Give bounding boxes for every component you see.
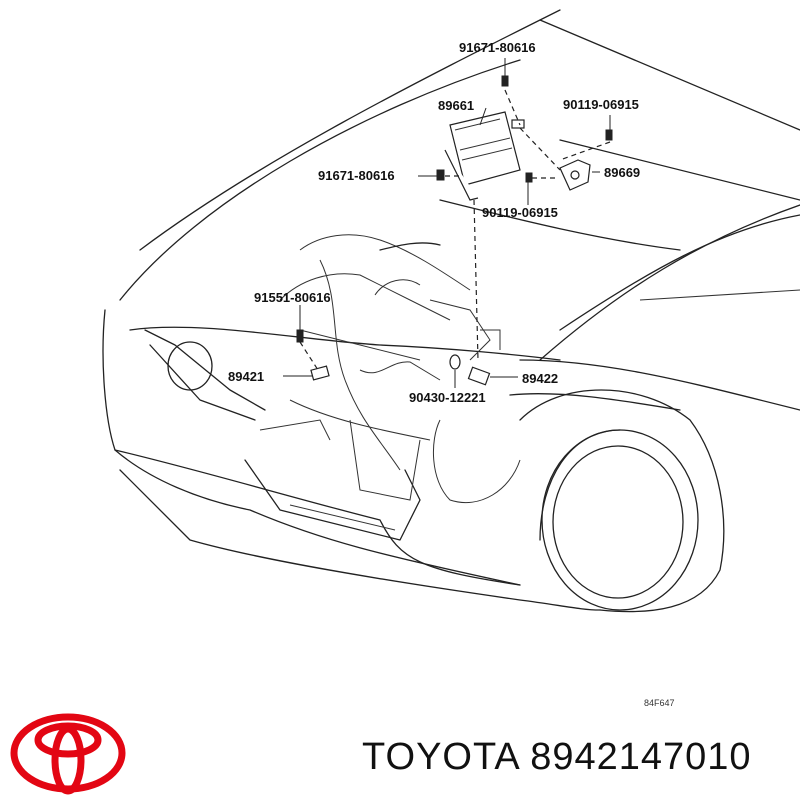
- sensors: [310, 354, 491, 386]
- callout-bolt-mid: 91551-80616: [254, 290, 331, 305]
- callout-bolt-right-bottom: 90119-06915: [482, 205, 558, 220]
- callout-bolt-left: 91671-80616: [318, 168, 395, 183]
- callout-bolt-top: 91671-80616: [459, 40, 536, 55]
- leader-lines: [283, 58, 611, 388]
- callout-bracket: 89669: [604, 165, 640, 180]
- diagram-code: 84F647: [644, 698, 675, 708]
- callout-sensor-left: 89421: [228, 369, 264, 384]
- dashed-lines: [299, 89, 611, 371]
- callout-bolt-right-top: 90119-06915: [563, 97, 639, 112]
- callout-gasket: 90430-12221: [409, 390, 486, 405]
- bracket-part: [559, 159, 591, 191]
- car-body-outline: [102, 9, 800, 613]
- callout-sensor-right: 89422: [522, 371, 558, 386]
- ecu-module: [444, 111, 525, 201]
- callout-ecu: 89661: [438, 98, 474, 113]
- brand-caption: TOYOTA 8942147010: [362, 736, 752, 779]
- toyota-logo-icon: [10, 713, 126, 795]
- bolts: [296, 75, 613, 343]
- brand-name: TOYOTA: [362, 736, 519, 778]
- part-number: 8942147010: [530, 736, 752, 778]
